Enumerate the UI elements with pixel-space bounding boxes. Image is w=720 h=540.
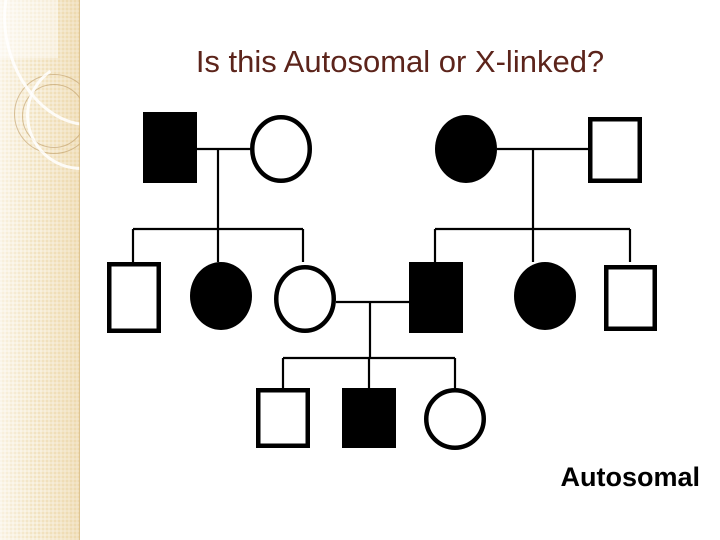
symbol-II-6-male-unaffected[interactable] [604, 265, 657, 331]
slide-title: Is this Autosomal or X-linked? [195, 44, 605, 79]
symbol-II-1-male-unaffected[interactable] [107, 262, 161, 333]
symbol-III-1-male-unaffected[interactable] [256, 388, 310, 448]
symbol-II-2-female-affected[interactable] [190, 262, 252, 330]
symbol-II-5-female-affected[interactable] [514, 262, 576, 330]
sidebar-light-square [0, 0, 58, 58]
decorative-sidebar [0, 0, 80, 540]
symbol-I-3-female-affected[interactable] [435, 115, 497, 183]
symbol-I-2-female-unaffected[interactable] [250, 115, 312, 183]
sidebar-ring-inner-icon [22, 84, 80, 148]
sidebar-ring-outer-icon [14, 74, 80, 154]
symbol-II-3-female-unaffected[interactable] [274, 265, 336, 333]
pedigree-symbol-group [107, 112, 657, 450]
symbol-II-4-male-affected[interactable] [409, 262, 463, 333]
symbol-I-4-male-unaffected[interactable] [588, 117, 642, 183]
answer-label: Autosomal [560, 462, 700, 492]
sidebar-edge-rule [79, 0, 80, 540]
pedigree-connector-group [131, 147, 632, 388]
symbol-III-2-male-affected[interactable] [342, 388, 396, 448]
symbol-III-3-female-unaffected[interactable] [424, 388, 486, 450]
symbol-I-1-male-affected[interactable] [143, 112, 197, 183]
